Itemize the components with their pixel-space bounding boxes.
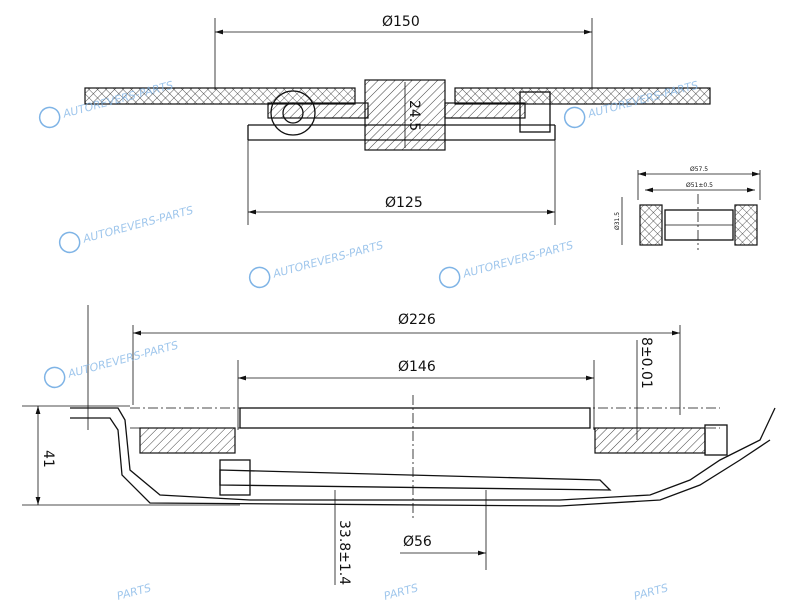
dim-bearing-height: 33.8±1.4 <box>336 520 352 585</box>
dim-bearing-outer: Ø57.5 <box>690 166 708 173</box>
svg-text:AUTOREVERS-PARTS: AUTOREVERS-PARTS <box>461 239 575 281</box>
watermark-logo: AUTOREVERS-PARTS <box>43 339 180 389</box>
dim-inner-diameter-top: Ø125 <box>385 195 423 211</box>
dim-bearing-inner: Ø51±0.5 <box>686 182 713 189</box>
dim-bearing-side: Ø31.5 <box>614 212 621 230</box>
svg-text:AUTOREVERS-PARTS: AUTOREVERS-PARTS <box>66 339 180 381</box>
watermark-logo: AUTOREVERS-PARTS <box>438 239 575 289</box>
dim-pitch-diameter: Ø146 <box>398 359 436 375</box>
dim-outer-diameter-section: Ø226 <box>398 312 436 328</box>
top-view: Ø150 24.5 Ø125 <box>84 14 711 225</box>
section-view: Ø226 Ø146 8±0.01 41 33.8±1.4 Ø56 <box>22 305 776 585</box>
bearing-detail: Ø57.5 Ø51±0.5 Ø31.5 <box>614 166 761 250</box>
watermark-logo: AUTOREVERS-PARTS <box>248 239 385 289</box>
svg-text:PARTS: PARTS <box>115 581 152 600</box>
svg-text:AUTOREVERS-PARTS: AUTOREVERS-PARTS <box>81 204 195 246</box>
dim-hub-height: 24.5 <box>406 100 422 131</box>
watermark-logo: AUTOREVERS-PARTS <box>58 204 195 254</box>
svg-text:AUTOREVERS-PARTS: AUTOREVERS-PARTS <box>271 239 385 281</box>
dim-height: 41 <box>40 450 56 468</box>
svg-text:PARTS: PARTS <box>632 581 669 600</box>
dim-finger-offset: 8±0.01 <box>638 337 654 389</box>
watermarks: AUTOREVERS-PARTS AUTOREVERS-PARTS AUTORE… <box>38 79 700 600</box>
dim-bore: Ø56 <box>403 534 432 550</box>
svg-text:PARTS: PARTS <box>382 581 419 600</box>
dim-outer-diameter-top: Ø150 <box>382 14 420 30</box>
